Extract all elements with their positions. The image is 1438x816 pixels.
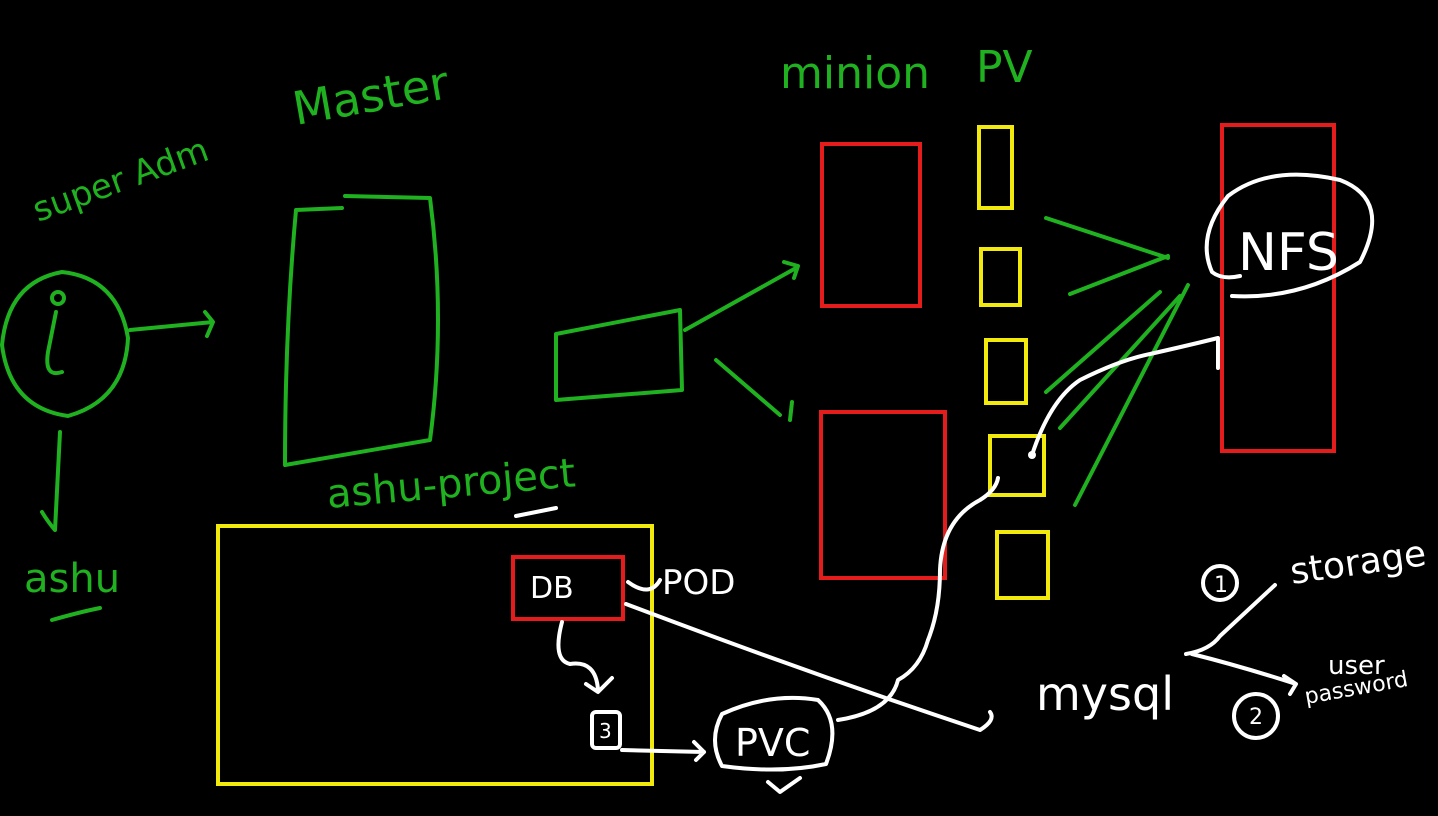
db-label: DB: [530, 571, 574, 606]
pv-box-4: [988, 434, 1046, 497]
pv-label: PV: [976, 42, 1033, 93]
minion-box-1: [820, 142, 922, 308]
pv-to-nfs-lines: [1044, 216, 1190, 507]
db-pod-box: [511, 555, 625, 621]
node-box: [554, 308, 684, 402]
arrow-to-minion-2: [714, 358, 794, 422]
ashu-underline: [50, 606, 102, 622]
pv-box-1: [977, 125, 1014, 210]
ashu-label: ashu: [24, 556, 120, 602]
ashu-project-box: [216, 524, 654, 786]
master-box: [283, 194, 440, 467]
pod-pointer: [626, 578, 662, 592]
pvc-to-pv-link: [836, 476, 1000, 722]
master-label: Master: [289, 55, 453, 135]
ashu-project-label: ashu-project: [325, 450, 577, 518]
user-password-number-circle: [1232, 692, 1280, 740]
user-password-number: 2: [1249, 705, 1263, 730]
storage-number-circle: [1201, 564, 1239, 602]
super-admin-user-icon: [0, 270, 130, 418]
user-label: user: [1328, 651, 1385, 681]
branch-to-user-password: [1190, 652, 1298, 696]
storage-label: storage: [1288, 533, 1429, 593]
pv-box-3: [984, 338, 1028, 405]
nfs-label: NFS: [1238, 223, 1339, 283]
arrow-volume-to-pvc: [620, 740, 706, 762]
arrow-to-minion-1: [683, 260, 800, 332]
volume-number: 3: [599, 719, 612, 743]
pv-box-5: [995, 530, 1050, 600]
arrow-db-to-volume: [556, 620, 614, 694]
arrow-admin-to-master: [128, 310, 215, 338]
minion-box-2: [819, 410, 947, 580]
mysql-label: mysql: [1036, 667, 1174, 721]
super-admin-label: super Adm: [27, 130, 214, 230]
pvc-label: PVC: [735, 721, 810, 765]
nfs-box: [1220, 123, 1336, 453]
arrow-admin-to-ashu: [40, 430, 62, 532]
arrow-db-to-mysql: [624, 602, 994, 732]
nfs-oval: [1204, 172, 1375, 299]
pv-to-nfs-link: [1030, 336, 1220, 457]
pod-label: POD: [662, 563, 735, 603]
pv-box-2: [979, 247, 1022, 307]
minion-label: minion: [780, 48, 930, 99]
volume-box: [590, 710, 622, 750]
ashu-project-underline: [514, 506, 558, 518]
pvc-circle: [713, 695, 835, 772]
storage-number: 1: [1214, 573, 1228, 598]
pvc-checkmark: [766, 776, 802, 794]
